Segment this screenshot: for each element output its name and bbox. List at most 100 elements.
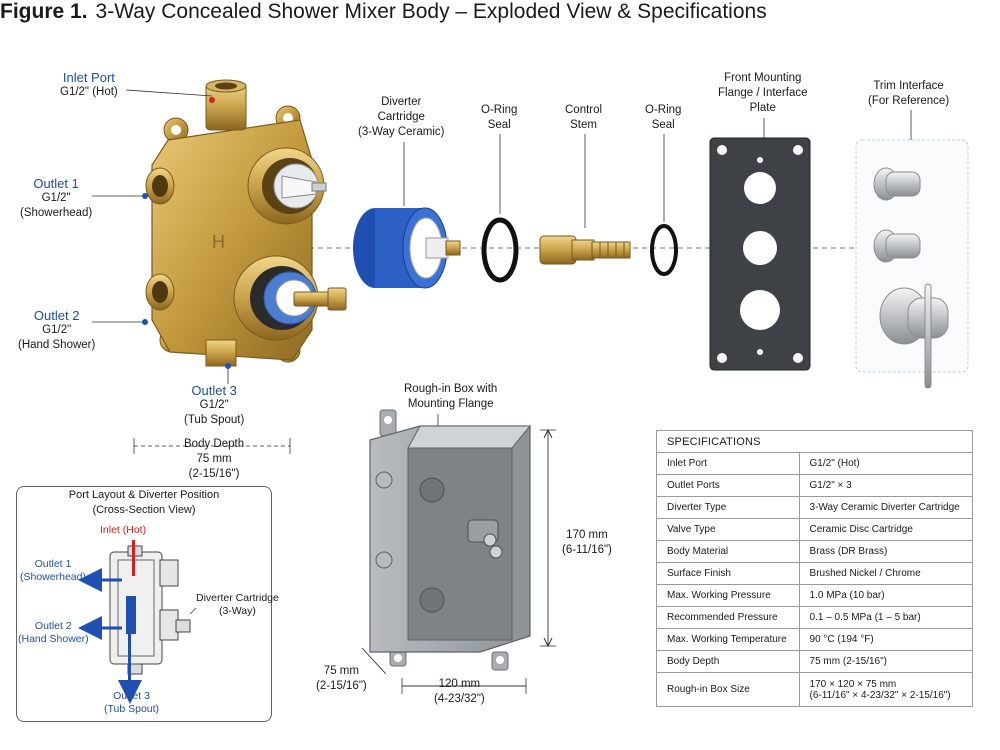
cs-outlet1-label: Outlet 1(Showerhead) [20,558,86,584]
front-flange-line1: Front Mounting [724,72,802,84]
diverter-cartridge-line3: (3-Way Ceramic) [358,126,445,138]
cs-outlet2-use: (Hand Shower) [18,633,89,645]
box-depth-mm: 75 mm [323,665,359,677]
box-width-in: (4-23/32") [434,693,485,705]
inlet-port-spec: G1/2" (Hot) [60,86,118,98]
spec-value: 75 mm (2-15/16") [798,650,974,673]
body-depth-mm: 75 mm [196,453,232,465]
o-ring-1-line1: O-Ring [481,104,518,116]
spec-label: Body Material [656,540,800,563]
spec-header: SPECIFICATIONS [656,430,973,453]
body-depth-title: Body Depth [184,438,245,450]
cs-outlet3-name: Outlet 3 [113,690,150,702]
outlet1-spec: G1/2" [41,192,71,204]
spec-value: 1.0 MPa (10 bar) [798,584,974,607]
diverter-cartridge [353,207,461,289]
spec-label: Max. Working Pressure [656,584,800,607]
control-stem-line1: Control [565,104,603,116]
spec-value-line2: (6-11/16" × 4-23/32" × 2-15/16") [809,689,951,701]
front-mounting-flange [709,137,811,371]
cross-section-title-line2: (Cross-Section View) [92,504,196,516]
cs-outlet3-label: Outlet 3(Tub Spout) [104,690,159,716]
o-ring-seal-2 [650,224,678,276]
spec-label: Diverter Type [656,496,800,519]
box-depth-in: (2-15/16") [316,680,367,692]
box-height-in: (6-11/16") [562,544,612,556]
spec-value: Brass (DR Brass) [798,540,974,563]
cs-cartridge-label: Diverter Cartridge(3-Way) [196,592,279,618]
o-ring-1-line2: Seal [487,119,511,131]
cross-section-schematic [78,540,197,704]
spec-label: Recommended Pressure [656,606,800,629]
cross-section-panel [16,486,272,722]
figure-number: Figure 1. [0,0,88,23]
cs-outlet3-use: (Tub Spout) [104,703,160,715]
spec-label: Outlet Ports [656,474,800,497]
spec-header-row: SPECIFICATIONS [656,430,973,453]
o-ring-2-line1: O-Ring [645,104,682,116]
outlet2-use: (Hand Shower) [18,339,96,351]
spec-label: Max. Working Temperature [656,628,800,651]
spec-value-line1: 170 × 120 × 75 mm [809,678,897,690]
cs-cartridge-name: Diverter Cartridge [196,592,279,604]
outlet1-use: (Showerhead) [20,207,93,219]
diverter-cartridge-line2: Cartridge [377,111,425,123]
figure-title: Figure 1.3-Way Concealed Shower Mixer Bo… [0,0,1000,24]
inlet-port-name: Inlet Port [62,70,115,85]
front-flange-line3: Plate [749,102,776,114]
box-height-mm: 170 mm [566,529,608,541]
spec-label: Body Depth [656,650,800,673]
diverter-cartridge-line1: Diverter [381,96,422,108]
outlet1-name: Outlet 1 [33,176,79,191]
box-width-mm: 120 mm [438,678,481,690]
rough-in-box-line1: Rough-in Box with [404,383,498,395]
box-height-label: 170 mm (6-11/16") [562,528,612,558]
outlet2-spec: G1/2" [42,324,72,336]
cross-section-title-line1: Port Layout & Diverter Position [68,489,220,501]
spec-label: Inlet Port [656,452,800,475]
svg-text:H: H [212,232,225,252]
spec-label: Surface Finish [656,562,800,585]
spec-value: 90 °C (194 °F) [798,628,974,651]
front-flange-line2: Flange / Interface [718,87,808,99]
outlet2-name: Outlet 2 [33,308,80,323]
cs-inlet-label: Inlet (Hot) [100,524,147,536]
spec-label: Valve Type [656,518,800,541]
cs-outlet2-label: Outlet 2(Hand Shower) [18,620,89,646]
trim-interface-line1: Trim Interface [873,80,944,92]
mixer-body: H [145,79,347,367]
spec-label: Rough-in Box Size [656,672,800,707]
trim-interface-label: Trim Interface(For Reference) [868,79,949,109]
spec-value: G1/2" (Hot) [798,452,974,475]
outlet3-use: (Tub Spout) [184,414,245,426]
outlet3-spec: G1/2" [199,399,229,411]
outlet3-name: Outlet 3 [191,383,237,398]
control-stem-line2: Stem [570,119,597,131]
spec-value: G1/2" × 3 [798,474,974,497]
control-stem [539,235,631,265]
box-depth-label: 75 mm (2-15/16") [316,664,367,694]
spec-value: 170 × 120 × 75 mm(6-11/16" × 4-23/32" × … [798,672,974,707]
rough-in-box [369,409,532,671]
